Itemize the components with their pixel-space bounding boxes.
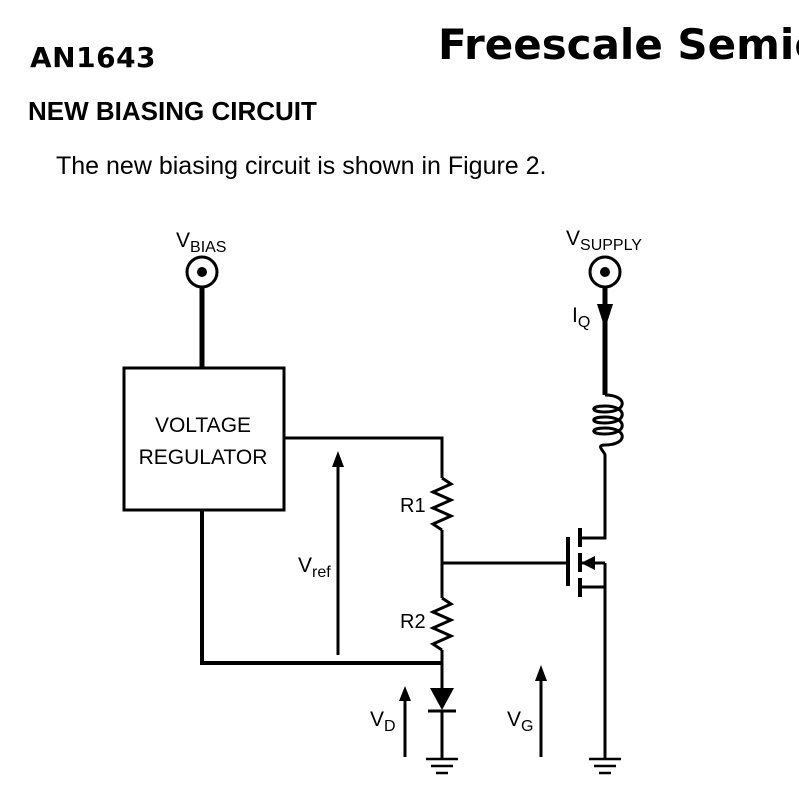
iq-arrow xyxy=(597,304,613,329)
resistor-r1 xyxy=(429,476,455,532)
wire-drain xyxy=(581,455,607,540)
regulator-label-line2: REGULATOR xyxy=(139,446,268,469)
diode xyxy=(428,688,456,713)
section-heading: NEW BIASING CIRCUIT xyxy=(28,96,317,126)
vsupply-label: VSUPPLY xyxy=(566,227,642,254)
vd-label: VD xyxy=(370,708,396,735)
document-id: AN1643 xyxy=(30,41,157,74)
vbias-label: VBIAS xyxy=(176,229,226,256)
vg-label-base: V xyxy=(507,708,521,731)
wire-regulator-output xyxy=(284,436,444,478)
vsupply-terminal xyxy=(588,255,622,289)
voltage-regulator-box xyxy=(122,366,286,512)
vg-label: VG xyxy=(507,708,533,735)
resistor-r2 xyxy=(429,596,455,652)
vref-label-sub: ref xyxy=(312,564,331,581)
iq-label: IQ xyxy=(572,304,590,331)
vsupply-label-base: V xyxy=(566,227,580,250)
wire-regulator-return xyxy=(200,510,442,665)
vg-arrow xyxy=(535,665,547,757)
r1-label: R1 xyxy=(400,495,426,517)
vd-arrow xyxy=(399,686,411,757)
r2-label: R2 xyxy=(400,611,426,633)
vd-label-base: V xyxy=(370,708,384,731)
iq-label-base: I xyxy=(572,304,578,327)
ground-icon xyxy=(589,757,621,775)
vbias-label-sub: BIAS xyxy=(190,239,226,256)
iq-label-sub: Q xyxy=(578,314,590,331)
vref-arrow xyxy=(332,451,344,655)
vref-label-base: V xyxy=(298,554,312,577)
vbias-terminal xyxy=(185,255,219,289)
inductor xyxy=(592,393,624,456)
regulator-label-line1: VOLTAGE xyxy=(155,414,251,437)
vd-label-sub: D xyxy=(384,718,396,735)
ground-icon xyxy=(426,757,458,775)
company-name: Freescale Semic xyxy=(438,20,799,69)
mosfet-transistor xyxy=(566,528,607,597)
body-paragraph: The new biasing circuit is shown in Figu… xyxy=(56,152,547,180)
vg-label-sub: G xyxy=(521,718,533,735)
vref-label: Vref xyxy=(298,554,331,581)
vsupply-label-sub: SUPPLY xyxy=(580,237,642,254)
vbias-label-base: V xyxy=(176,229,190,252)
